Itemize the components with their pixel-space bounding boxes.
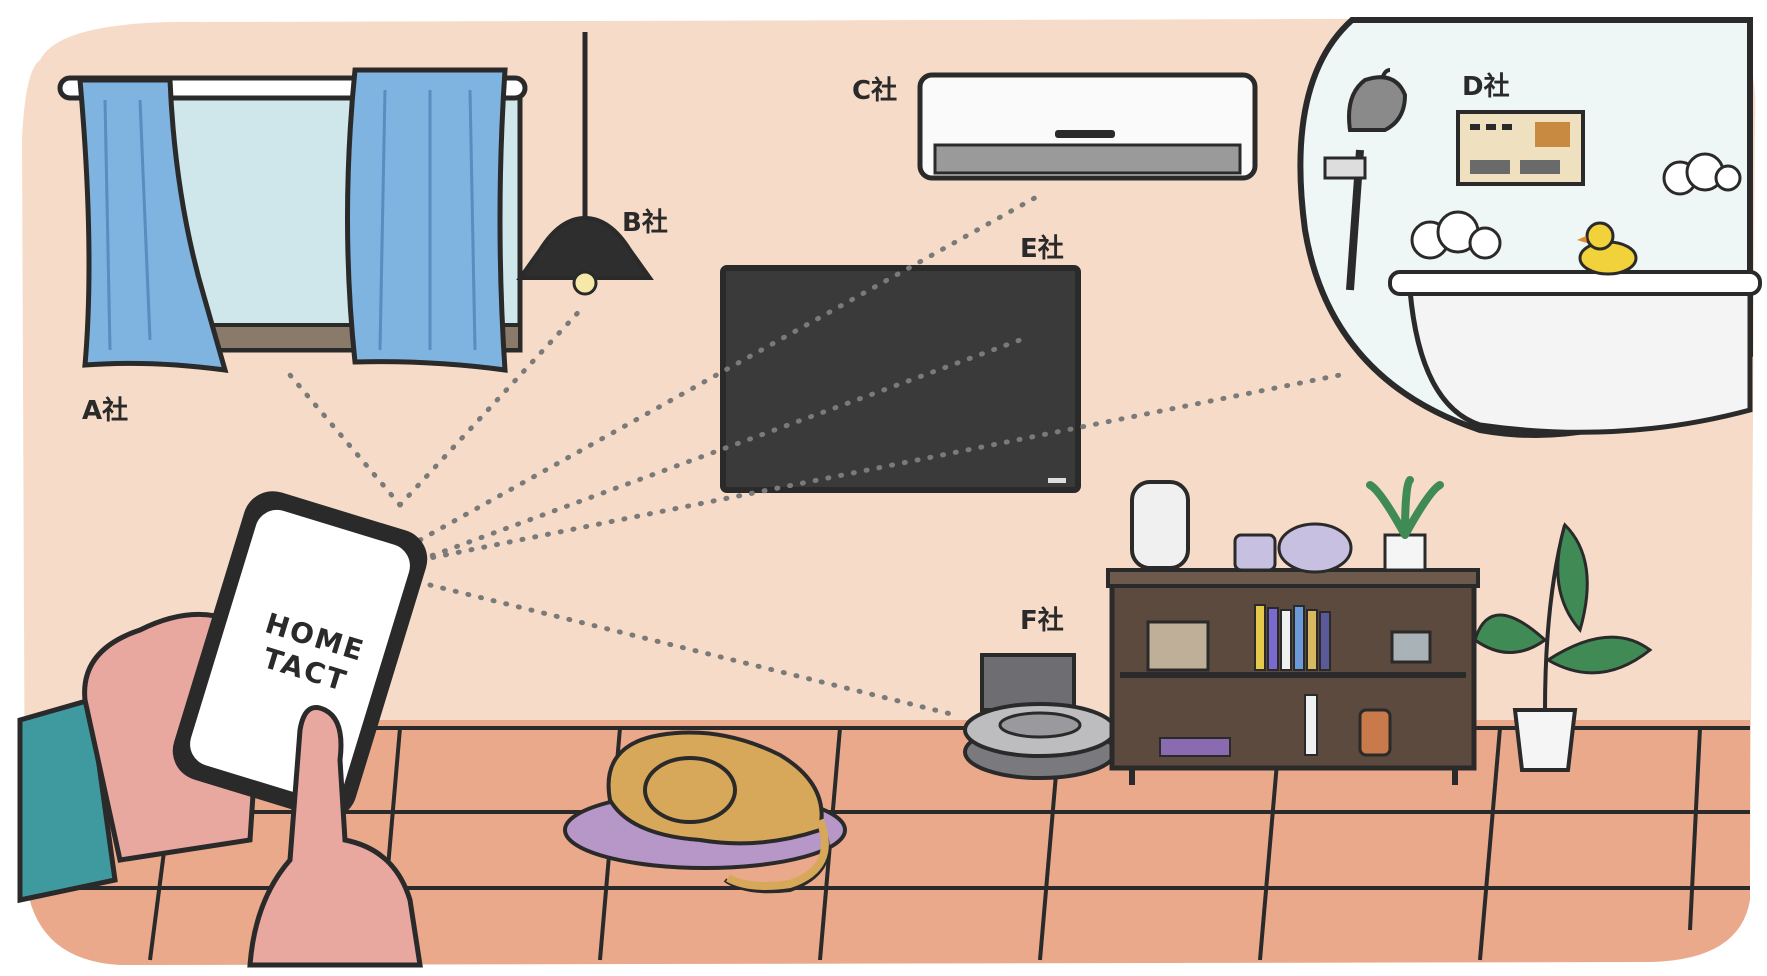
- label-company-f: F社: [1020, 600, 1064, 637]
- shelf-icon: [1108, 570, 1478, 785]
- smart-speaker-icon: [1132, 482, 1188, 568]
- control-panel-icon: [1458, 112, 1583, 184]
- label-company-e: E社: [1020, 228, 1064, 265]
- air-conditioner-icon: [920, 75, 1255, 178]
- window-icon: [60, 70, 525, 370]
- television-icon: [723, 268, 1078, 490]
- label-company-a: A社: [82, 390, 128, 427]
- label-company-d: D社: [1462, 66, 1510, 103]
- label-company-b: B社: [622, 202, 668, 239]
- label-company-c: C社: [852, 70, 897, 107]
